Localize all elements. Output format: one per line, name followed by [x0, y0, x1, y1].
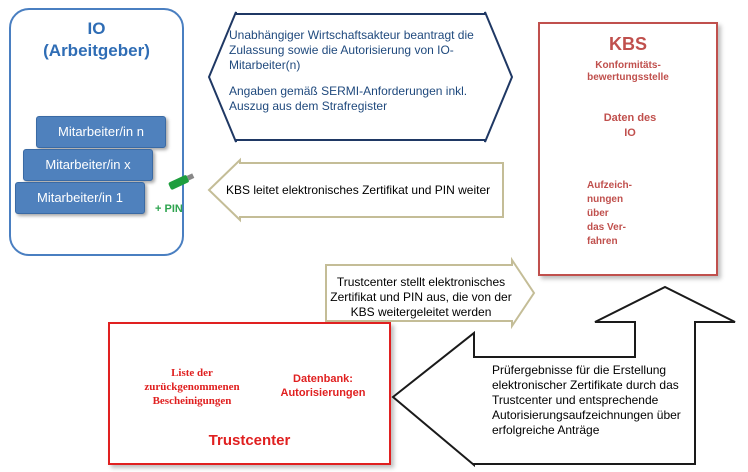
kbs-db-io-line2: IO — [624, 127, 636, 139]
request-line5: Auszug aus dem Strafregister — [229, 99, 388, 113]
kbs-db-records-line3: über — [587, 208, 609, 219]
kbs-db-records-label: Aufzeich- nungen über das Ver- fahren — [587, 179, 632, 249]
tc-issue-line2: Zertifikat und PIN aus, die von der — [330, 290, 512, 304]
tc-issue-line3: KBS weitergeleitet werden — [350, 305, 492, 319]
kbs-db-io-line1: Daten des — [603, 112, 657, 124]
tc-db-revoked-line2: zurückgenommenen — [144, 381, 240, 393]
request-line4: Angaben gemäß SERMI-Anforderungen inkl. — [229, 84, 468, 98]
employee-1: Mitarbeiter/in 1 — [15, 182, 145, 214]
request-double-arrow — [207, 11, 514, 143]
request-line2: Zulassung sowie die Autorisierung von IO… — [229, 43, 454, 57]
kbs-forward-text: KBS leitet elektronisches Zertifikat und… — [226, 183, 491, 197]
results-line1: Prüfergebnisse für die Erstellung — [492, 363, 667, 377]
trustcenter-issue-text: Trustcenter stellt elektronisches Zertif… — [326, 275, 516, 320]
kbs-db-records-line1: Aufzeich- — [587, 180, 632, 191]
tc-db-revoked-line3: Bescheinigungen — [152, 395, 232, 407]
kbs-db-records-line4: das Ver- — [587, 222, 626, 233]
tc-issue-line1: Trustcenter stellt elektronisches — [336, 275, 506, 289]
usb-token-icon — [168, 173, 195, 190]
results-line3: Trustcenter und entsprechende — [492, 393, 659, 407]
trustcenter-to-kbs-arrow — [325, 256, 536, 330]
results-bent-arrow — [391, 285, 736, 468]
kbs-db-records-line5: fahren — [587, 236, 618, 247]
kbs-subtitle-line2: bewertungsstelle — [587, 72, 669, 83]
request-line1: Unabhängiger Wirtschaftsakteur beantragt… — [229, 28, 474, 42]
results-line5: erfolgreiche Anträge — [492, 423, 600, 437]
io-title: IO (Arbeitgeber) — [9, 18, 184, 62]
results-text: Prüfergebnisse für die Erstellung elektr… — [492, 363, 681, 438]
io-title-line2: (Arbeitgeber) — [43, 41, 150, 60]
kbs-forward-arrow — [207, 157, 504, 223]
results-line4: Autorisierungsaufzeichnungen über — [492, 408, 681, 422]
kbs-box — [538, 22, 718, 276]
tc-db-revoked-line1: Liste der — [171, 367, 213, 379]
kbs-subtitle-line1: Konformitäts- — [595, 60, 661, 71]
tc-db-revoked-label: Liste der zurückgenommenen Bescheinigung… — [138, 366, 246, 408]
io-title-line1: IO — [87, 19, 106, 38]
employee-x: Mitarbeiter/in x — [23, 149, 153, 181]
trustcenter-box — [108, 322, 391, 465]
request-line3: Mitarbeiter(n) — [229, 58, 301, 72]
tc-db-auth-label: Datenbank: Autorisierungen — [269, 372, 377, 400]
kbs-db-io-label: Daten des IO — [586, 111, 674, 141]
kbs-subtitle: Konformitäts- bewertungsstelle — [538, 60, 718, 84]
tc-db-auth-line1: Datenbank: — [293, 373, 353, 385]
kbs-title: KBS — [608, 34, 647, 54]
kbs-db-records-line2: nungen — [587, 194, 624, 205]
request-text: Unabhängiger Wirtschaftsakteur beantragt… — [229, 28, 474, 114]
trustcenter-title: Trustcenter — [208, 432, 291, 449]
employee-n: Mitarbeiter/in n — [36, 116, 166, 148]
tc-db-auth-line2: Autorisierungen — [280, 387, 366, 399]
results-line2: elektronischer Zertifikate durch das — [492, 378, 679, 392]
pin-label: + PIN — [155, 203, 183, 215]
